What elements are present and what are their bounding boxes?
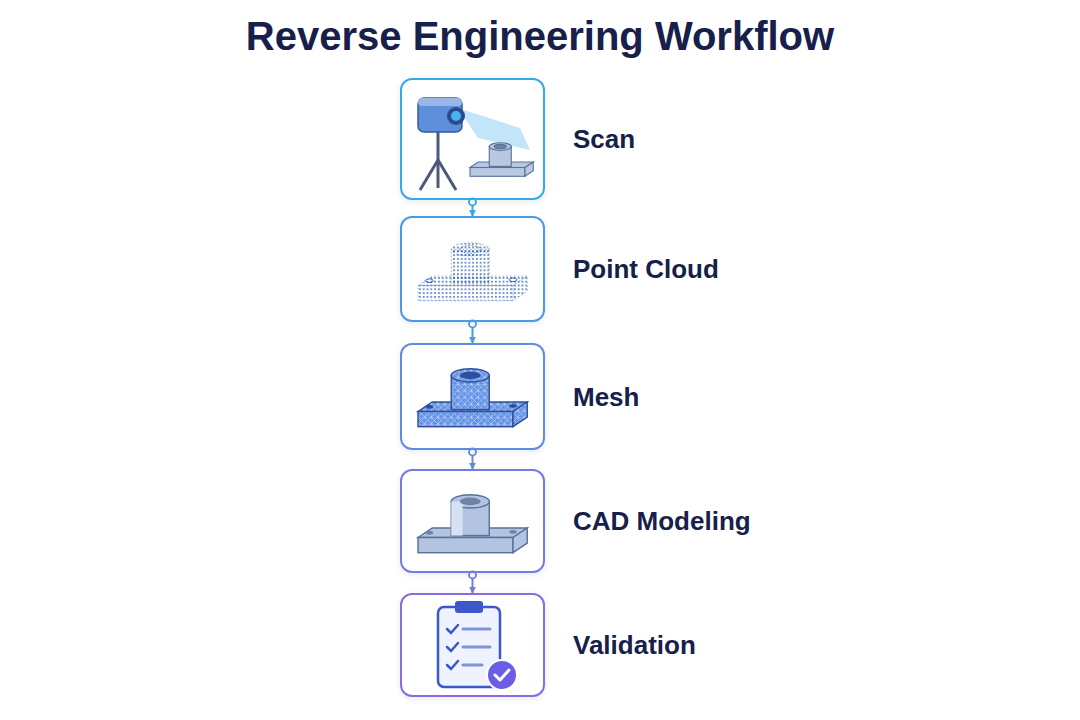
connector-line: [472, 577, 474, 593]
step-box: Mesh: [400, 343, 545, 450]
clipboard-icon: [438, 601, 517, 690]
step-label: Point Cloud: [573, 254, 719, 285]
step-label: CAD Modeling: [573, 506, 751, 537]
step-label: Mesh: [573, 381, 639, 412]
cad-model-icon: [418, 495, 527, 553]
step-box: Validation: [400, 593, 545, 697]
diagram-title: Reverse Engineering Workflow: [0, 14, 1080, 59]
connector-line: [472, 326, 474, 343]
step-box: Scan: [400, 78, 545, 200]
step-label: Validation: [573, 630, 696, 661]
flow-arrow: [469, 449, 476, 470]
scanner-icon: [418, 98, 533, 190]
flow-arrow: [469, 572, 476, 594]
step-box: Point Cloud: [400, 216, 545, 322]
flow-arrow: [469, 199, 476, 217]
flow-arrow: [469, 321, 476, 344]
mesh-icon: [418, 369, 527, 427]
step-label: Scan: [573, 124, 635, 155]
point-cloud-icon: [418, 243, 527, 301]
step-box: CAD Modeling: [400, 469, 545, 573]
